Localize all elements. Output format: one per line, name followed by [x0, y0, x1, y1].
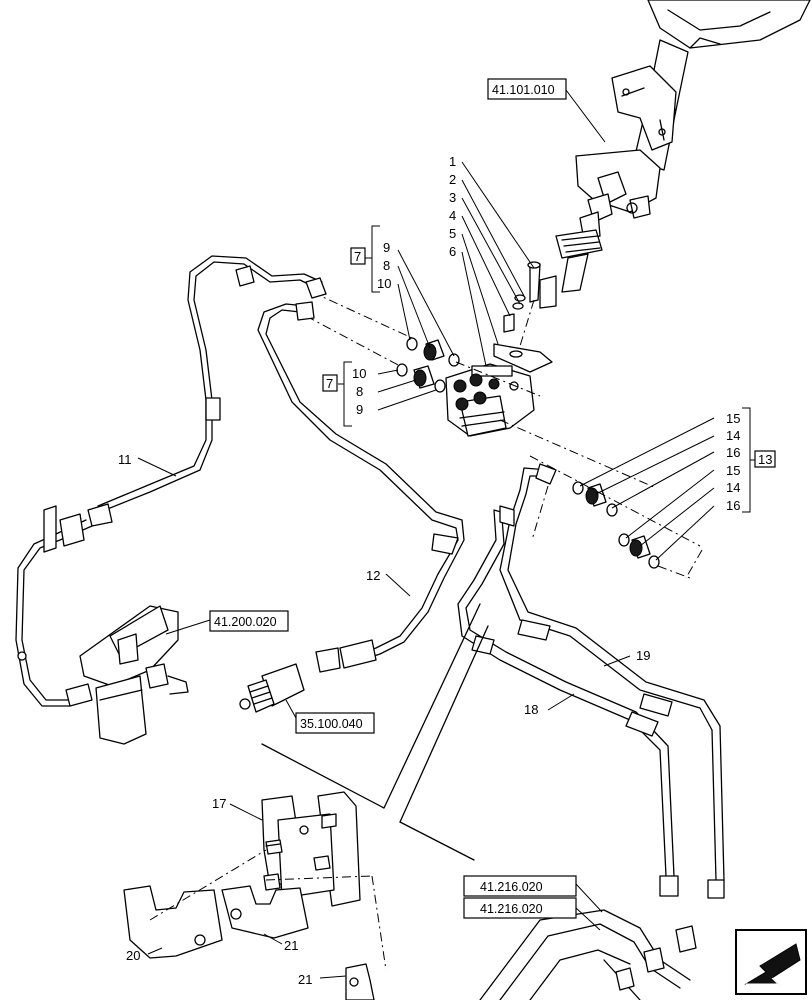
fittings-15-14-16 — [499, 419, 703, 579]
callout-9-bottom: 9 — [356, 402, 363, 417]
callout-numbers: 1 2 3 4 5 6 7 9 8 10 7 10 8 9 11 12 13 1… — [118, 154, 776, 987]
hydraulic-filter-assembly — [15, 505, 211, 745]
steering-unit-fasteners — [493, 261, 553, 373]
callout-16-b: 16 — [726, 498, 740, 513]
callout-3: 3 — [449, 190, 456, 205]
ref-pressure-sensor-label: 35.100.040 — [300, 717, 363, 731]
callout-17: 17 — [212, 796, 226, 811]
callout-10-top: 10 — [377, 276, 391, 291]
callout-14-b: 14 — [726, 480, 740, 495]
pipe-12 — [257, 301, 465, 673]
pressure-sensor — [239, 663, 305, 719]
callout-13: 13 — [758, 452, 772, 467]
callout-15-b: 15 — [726, 463, 740, 478]
pipe-clamp-detail — [123, 791, 387, 1000]
callout-20: 20 — [126, 948, 140, 963]
callout-2: 2 — [449, 172, 456, 187]
callout-21-a: 21 — [284, 938, 298, 953]
callout-leaders — [137, 161, 756, 979]
fittings-top-row — [311, 291, 541, 397]
ref-cylinder-pipes-b[interactable]: 41.216.020 — [463, 897, 577, 919]
ref-pressure-sensor[interactable]: 35.100.040 — [295, 712, 375, 734]
callout-1: 1 — [449, 154, 456, 169]
callout-19: 19 — [636, 648, 650, 663]
pipe-11 — [87, 255, 327, 527]
callout-4: 4 — [449, 208, 456, 223]
ref-hydraulic-filter[interactable]: 41.200.020 — [209, 610, 289, 632]
ref-steering-column-label: 41.101.010 — [492, 83, 555, 97]
callout-8-top: 8 — [383, 258, 390, 273]
callout-6: 6 — [449, 244, 456, 259]
callout-14-a: 14 — [726, 428, 740, 443]
steering-cylinder-pipes — [479, 883, 697, 1000]
detail-divider-lines — [261, 603, 489, 861]
ref-cylinder-pipes-a[interactable]: 41.216.020 — [463, 875, 577, 897]
ref-cylinder-pipes-b-label: 41.216.020 — [480, 902, 543, 916]
callout-7-top: 7 — [354, 249, 361, 264]
callout-7-bottom: 7 — [326, 376, 333, 391]
callout-10-bottom: 10 — [352, 366, 366, 381]
steering-column — [539, 0, 811, 309]
ref-cylinder-pipes-a-label: 41.216.020 — [480, 880, 543, 894]
callout-9-top: 9 — [383, 240, 390, 255]
callout-21-b: 21 — [298, 972, 312, 987]
pipes-18-19 — [457, 463, 725, 899]
ref-steering-column[interactable]: 41.101.010 — [487, 78, 567, 100]
steering-unit — [445, 363, 535, 437]
callout-11: 11 — [118, 452, 132, 467]
return-arrow-icon[interactable] — [735, 929, 807, 995]
ref-hydraulic-filter-label: 41.200.020 — [214, 615, 277, 629]
callout-15-a: 15 — [726, 411, 740, 426]
callout-18: 18 — [524, 702, 538, 717]
callout-8-bottom: 8 — [356, 384, 363, 399]
callout-5: 5 — [449, 226, 456, 241]
callout-12: 12 — [366, 568, 380, 583]
callout-16-a: 16 — [726, 445, 740, 460]
